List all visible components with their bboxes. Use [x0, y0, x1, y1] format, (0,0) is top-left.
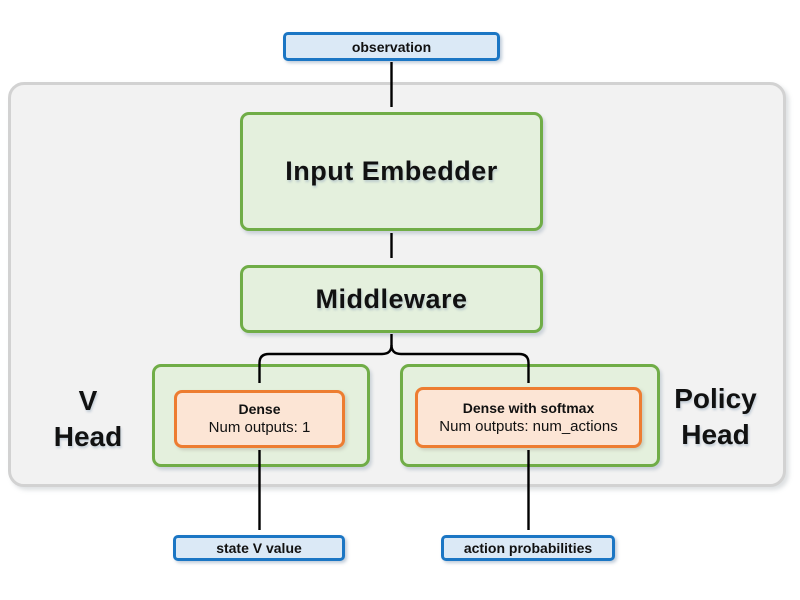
- policy-head-dense-node: Dense with softmax Num outputs: num_acti…: [415, 387, 642, 448]
- input-embedder-node: Input Embedder: [240, 112, 543, 231]
- policy-head-label-line2: Head: [681, 419, 750, 450]
- v-head-label-line1: V: [78, 385, 98, 416]
- v-head-label-line2: Head: [53, 421, 123, 452]
- policy-head-label: Policy Head: [653, 381, 778, 453]
- policy-head-dense-subtitle: Num outputs: num_actions: [439, 417, 618, 435]
- v-head-dense-node: Dense Num outputs: 1: [174, 390, 345, 448]
- observation-label: observation: [351, 38, 432, 55]
- policy-head-dense-title: Dense with softmax: [462, 399, 595, 416]
- input-embedder-label: Input Embedder: [285, 156, 498, 186]
- policy-head-label-line1: Policy: [674, 383, 757, 414]
- middleware-node: Middleware: [240, 265, 543, 333]
- observation-node: observation: [283, 32, 500, 61]
- state-v-value-label: state V value: [216, 540, 302, 556]
- v-head-dense-subtitle: Num outputs: 1: [208, 419, 311, 437]
- action-probabilities-label: action probabilities: [463, 540, 593, 556]
- state-v-value-node: state V value: [173, 535, 345, 561]
- v-head-label: V Head: [28, 383, 148, 455]
- middleware-label: Middleware: [315, 283, 468, 314]
- action-probabilities-node: action probabilities: [441, 535, 615, 561]
- v-head-dense-title: Dense: [238, 401, 281, 418]
